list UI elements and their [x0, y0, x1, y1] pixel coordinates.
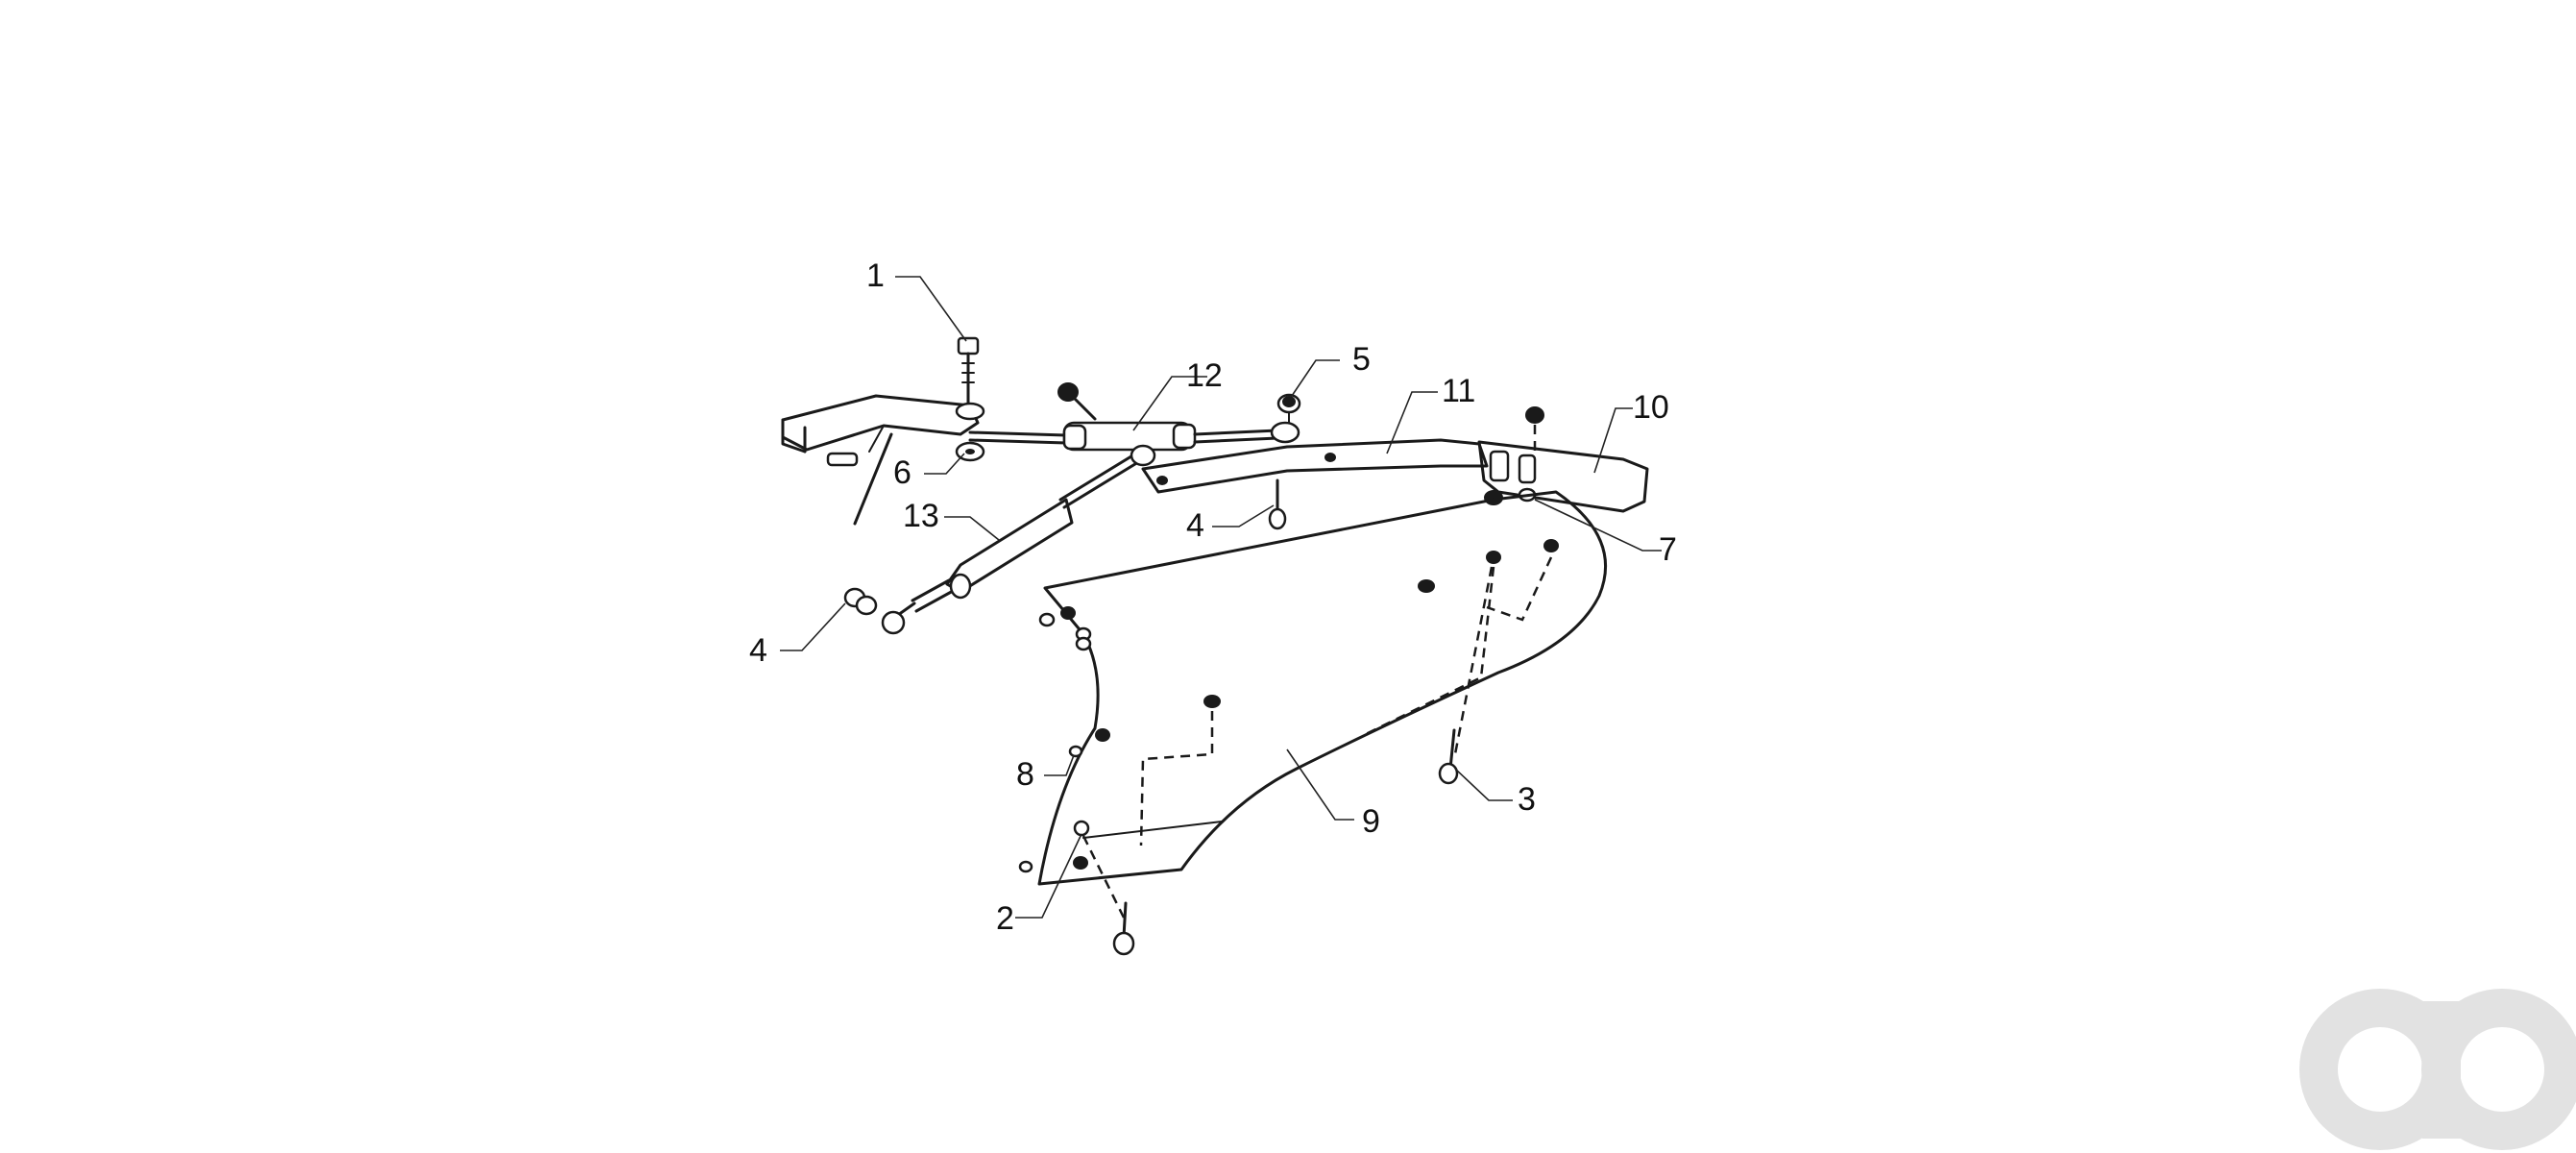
mounting-bracket [781, 394, 980, 526]
bolt-3 [1438, 566, 1494, 785]
leader-lines [780, 276, 1662, 919]
pin-4-upper [1268, 478, 1287, 530]
callout-4-lower: 4 [749, 632, 767, 669]
callout-11: 11 [1442, 373, 1475, 409]
callout-5: 5 [1352, 341, 1371, 378]
callout-12: 12 [1186, 357, 1223, 394]
bolt-1 [957, 336, 980, 405]
callout-8: 8 [1016, 756, 1034, 793]
turnbuckle-13 [881, 444, 1156, 635]
callout-6: 6 [893, 454, 911, 491]
turnbuckle-12 [968, 421, 1300, 452]
callout-7: 7 [1659, 531, 1677, 568]
callout-2: 2 [996, 900, 1014, 937]
callout-9: 9 [1362, 803, 1380, 840]
nuts-4-lower [843, 587, 878, 616]
callout-10: 10 [1633, 389, 1669, 426]
callout-4-upper: 4 [1186, 507, 1204, 544]
nut-5 [1276, 393, 1301, 424]
ao-logo-icon [2299, 989, 2576, 1150]
callout-13: 13 [903, 498, 939, 534]
washer-6 [955, 402, 985, 462]
callout-1: 1 [866, 258, 885, 294]
plate-10 [1477, 406, 1649, 513]
callouts: 1 2 3 4 4 5 6 7 8 9 10 11 12 13 [749, 258, 1677, 937]
nut-12 [1057, 382, 1097, 421]
bolt-2 [1018, 820, 1135, 956]
arm-11 [1141, 438, 1489, 494]
small-nuts-8 [1038, 612, 1092, 758]
callout-3: 3 [1518, 781, 1536, 818]
mouldboard-9 [1037, 490, 1608, 886]
